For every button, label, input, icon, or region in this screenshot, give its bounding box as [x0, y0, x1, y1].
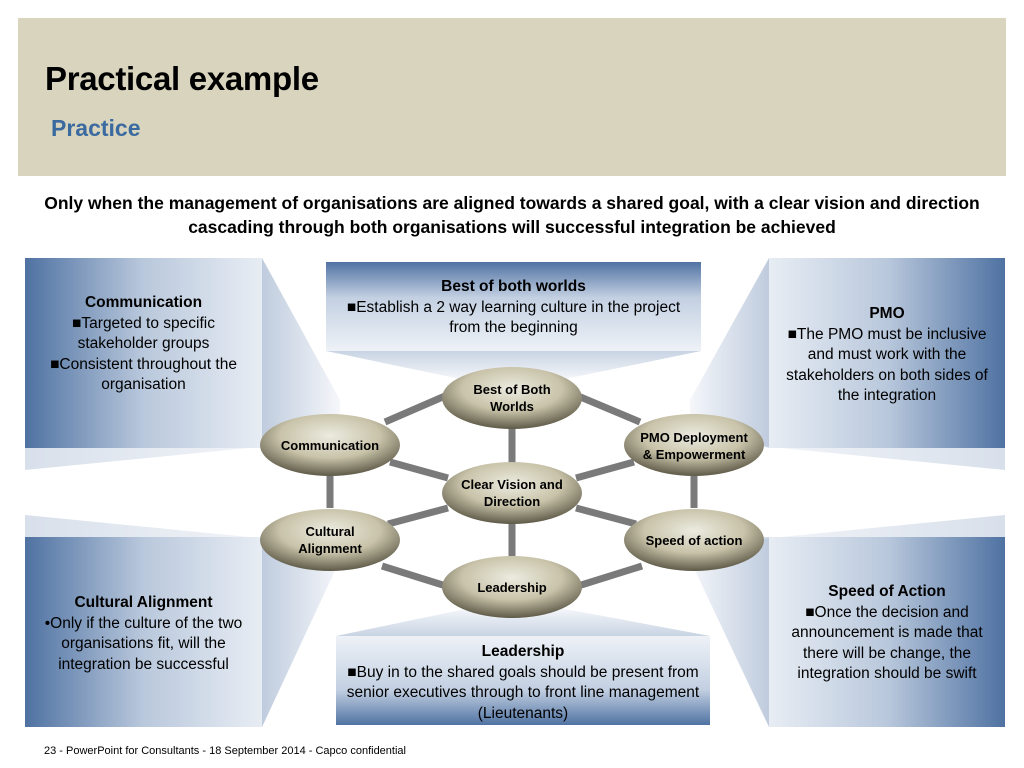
box-cultural-bg [25, 537, 262, 727]
wedge-pmo [690, 258, 769, 448]
box-speed-bg [769, 537, 1005, 727]
connector-pmo-center [575, 458, 635, 482]
box-communication-line-2: ■Consistent throughout the organisation [50, 355, 237, 394]
box-best-title: Best of both worlds [441, 278, 586, 295]
connector-best-communication [383, 392, 447, 426]
box-pmo-bg [769, 258, 1005, 448]
wedge-cultural [262, 537, 340, 727]
connector-speed-leadership [576, 562, 644, 590]
box-communication-line-1: ■Targeted to specific stakeholder groups [72, 314, 215, 353]
box-pmo-line-1: ■The PMO must be inclusive and must work… [786, 325, 988, 405]
box-cultural-title: Cultural Alignment [74, 594, 213, 611]
node-speed: Speed of action [645, 532, 743, 548]
node-pmo-bg [624, 414, 764, 476]
box-cultural: Cultural Alignment •Only if the culture … [30, 593, 257, 675]
box-speed-title: Speed of Action [828, 583, 946, 600]
slide-title: Practical example [45, 60, 319, 97]
connector-cultural-leadership [380, 562, 448, 590]
connector-center-cultural [387, 504, 449, 528]
connector-center-speed [575, 504, 637, 528]
box-pmo: PMO ■The PMO must be inclusive and must … [775, 304, 999, 407]
node-best-bg [442, 367, 582, 429]
box-best-of-both: Best of both worlds ■Establish a 2 way l… [336, 277, 691, 339]
node-communication-bg [260, 414, 400, 476]
box-speed-line-1: ■Once the decision and announcement is m… [791, 603, 983, 683]
box-best-line-1: ■Establish a 2 way learning culture in t… [346, 298, 681, 337]
node-center: Clear Vision and Direction [461, 477, 563, 509]
box-leadership-bg [336, 636, 710, 725]
box-communication-title: Communication [84, 294, 203, 311]
box-pmo-title: PMO [869, 305, 905, 322]
wedge-leadership [336, 608, 710, 636]
connector-best-pmo [576, 392, 642, 426]
node-leadership: Leadership [477, 579, 547, 595]
box-leadership-line-1: ■Buy in to the shared goals should be pr… [346, 663, 700, 722]
box-leadership-title: Leadership [481, 643, 565, 660]
connector-communication-center [389, 458, 449, 482]
node-speed-bg [624, 509, 764, 571]
box-communication-bg [25, 258, 262, 448]
nodes [260, 367, 764, 618]
wedge-speed [690, 537, 769, 727]
box-leadership: Leadership ■Buy in to the shared goals s… [346, 642, 700, 724]
node-pmo: PMO Deployment & Empowerment [640, 430, 748, 462]
wedge-communication [262, 258, 340, 448]
key-statement: Only when the management of organisation… [44, 193, 980, 237]
node-cultural-bg [260, 509, 400, 571]
node-communication: Communication [280, 437, 380, 453]
node-center-bg [442, 462, 582, 524]
wedge-best [326, 351, 701, 380]
box-cultural-line-1: •Only if the culture of the two organisa… [44, 614, 243, 673]
node-cultural: Cultural Alignment [298, 524, 362, 556]
footer: 23 - PowerPoint for Consultants - 18 Sep… [44, 745, 406, 757]
node-leadership-bg [442, 556, 582, 618]
connectors [326, 392, 698, 590]
box-best-bg [326, 262, 701, 351]
box-communication: Communication ■Targeted to specific stak… [35, 293, 252, 396]
node-best: Best of Both Worlds [473, 382, 551, 414]
slide-subtitle: Practice [51, 115, 141, 141]
box-speed: Speed of Action ■Once the decision and a… [777, 582, 997, 685]
header-banner [18, 18, 1006, 176]
